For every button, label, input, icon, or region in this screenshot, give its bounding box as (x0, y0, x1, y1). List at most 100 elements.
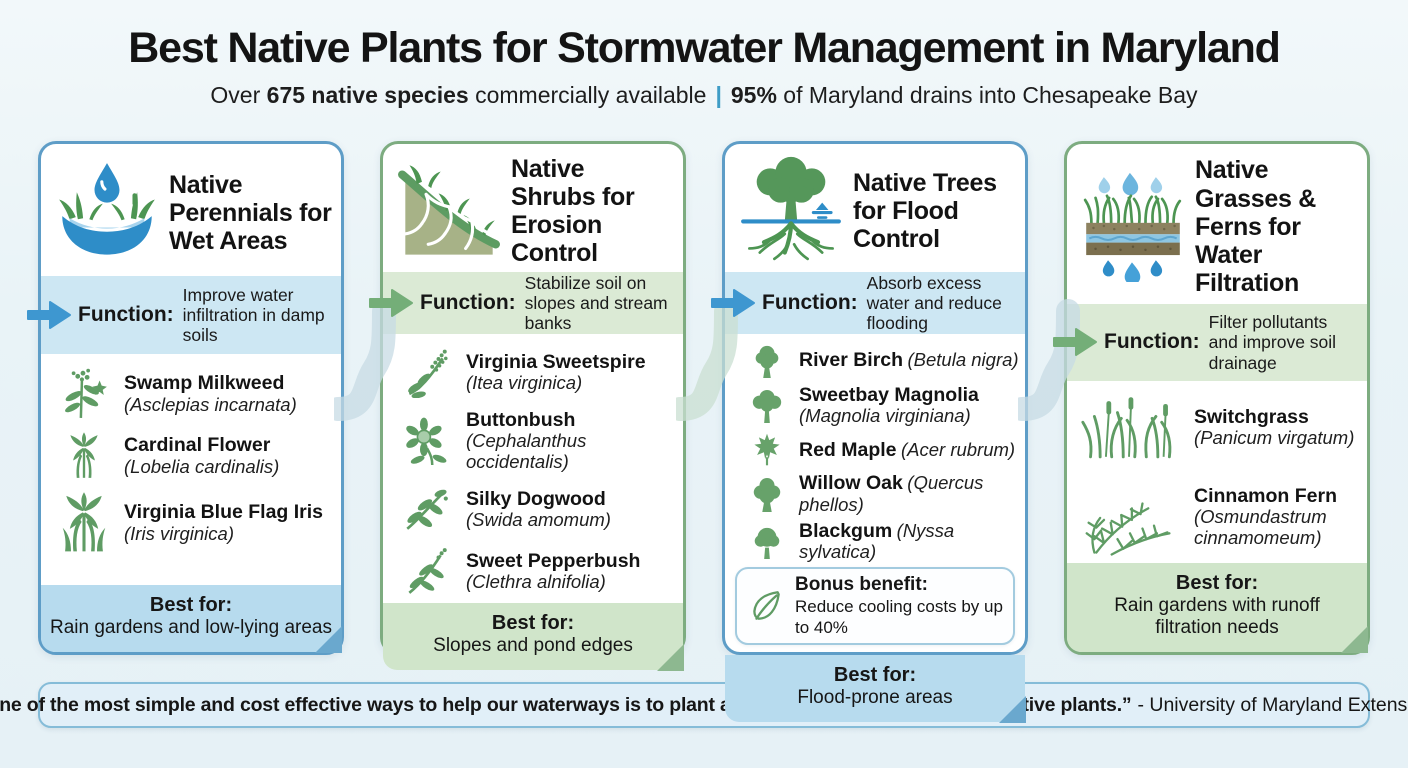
folded-corner (1341, 626, 1368, 653)
wet-basin-icon (53, 158, 161, 268)
card-native-shrubs: Native Shrubs for Erosion Control Functi… (369, 141, 686, 671)
bonus-text: Reduce cooling costs by up to 40% (795, 597, 1003, 637)
list-item: Cardinal Flower (Lobelia cardinalis) (57, 432, 335, 480)
page-title: Best Native Plants for Stormwater Manage… (128, 24, 1281, 72)
cards-row: Native Perennials for Wet Areas Function… (27, 141, 1370, 723)
sweetspire-icon (399, 348, 453, 398)
list-item: Willow Oak (Quercus phellos) (749, 472, 1019, 515)
list-item: Virginia Sweetspire (Itea virginica) (399, 348, 677, 398)
iris-icon (57, 492, 111, 554)
plant-list: Virginia Sweetspire (Itea virginica) (383, 334, 683, 603)
subtitle-stat-species: 675 native species (266, 82, 469, 108)
plant-common-name: Sweetbay Magnolia (799, 384, 979, 406)
list-item: Virginia Blue Flag Iris (Iris virginica) (57, 492, 335, 554)
list-item: Sweetbay Magnolia (Magnolia virginiana) (749, 384, 1019, 427)
plant-scientific-name: (Betula nigra) (907, 349, 1019, 371)
plant-scientific-name: (Cephalanthus occidentalis) (466, 430, 587, 473)
function-band: Function: Improve water infiltration in … (27, 276, 341, 355)
function-label: Function: (420, 291, 516, 314)
plant-common-name: Willow Oak (799, 472, 903, 495)
function-band: Function: Filter pollutants and improve … (1053, 303, 1367, 381)
plant-common-name: Buttonbush (466, 409, 576, 431)
dogwood-icon (399, 485, 453, 535)
function-text: Absorb excess water and reduce flooding (866, 272, 1002, 334)
plant-scientific-name: (Iris virginica) (124, 522, 234, 544)
list-item: Cinnamon Fern (Osmundastrum cinnamomeum) (1077, 477, 1361, 557)
plant-scientific-name: (Nyssa sylvatica) (799, 519, 955, 563)
plant-text: Sweetbay Magnolia (Magnolia virginiana) (799, 384, 1019, 427)
function-text: Filter pollutants and improve soil drain… (1208, 312, 1337, 373)
best-for-label: Best for: (833, 663, 917, 686)
list-item: Blackgum (Nyssa sylvatica) (749, 519, 1019, 563)
best-for-band: Best for: Rain gardens with runoff filtr… (1067, 562, 1368, 653)
buttonbush-icon (399, 416, 453, 466)
function-text: Stabilize soil on slopes and stream bank… (524, 272, 668, 334)
list-item: Silky Dogwood (Swida amomum) (399, 485, 677, 535)
best-for-label: Best for: (491, 611, 575, 634)
card-native-grasses-ferns: Native Grasses & Ferns for Water Filtrat… (1053, 141, 1370, 655)
flow-arrow-icon (368, 286, 414, 320)
cardinal-flower-icon (57, 432, 111, 480)
folded-corner (657, 643, 684, 671)
function-band: Function: Stabilize soil on slopes and s… (369, 272, 683, 334)
plant-scientific-name: (Itea virginica) (466, 372, 583, 394)
plant-text: Virginia Blue Flag Iris (Iris virginica) (124, 501, 324, 544)
plant-scientific-name: (Magnolia virginiana) (799, 405, 971, 427)
oak-tree-icon (749, 476, 785, 514)
subtitle-mid: commercially available (468, 82, 707, 108)
plant-list: Swamp Milkweed (Asclepias incarnata) (41, 354, 341, 585)
function-label: Function: (78, 303, 174, 327)
plant-scientific-name: (Acer rubrum) (900, 438, 1016, 460)
plant-scientific-name: (Quercus phellos) (799, 472, 984, 515)
plant-text: Sweet Pepperbush (Clethra alnifolia) (466, 549, 641, 593)
plant-scientific-name: (Asclepias incarnata) (124, 393, 297, 415)
grass-clump-icon (1077, 395, 1181, 461)
bonus-text-wrap: Bonus benefit: Reduce cooling costs by u… (795, 574, 1003, 638)
plant-text: Blackgum (Nyssa sylvatica) (799, 519, 1019, 563)
list-item: River Birch (Betula nigra) (749, 342, 1019, 380)
plant-common-name: Switchgrass (1194, 405, 1309, 428)
plant-common-name: Virginia Blue Flag Iris (124, 501, 324, 524)
subtitle-stat-percent: 95% (730, 82, 777, 108)
plant-list: River Birch (Betula nigra) Sweetbay Magn… (725, 334, 1025, 565)
card-header: Native Grasses & Ferns for Water Filtrat… (1067, 144, 1367, 304)
quote-bar: “One of the most simple and cost effecti… (0, 682, 1408, 728)
best-for-text: Flood-prone areas (797, 686, 953, 708)
best-for-band: Best for: Slopes and pond edges (383, 602, 684, 671)
plant-scientific-name: (Clethra alnifolia) (466, 571, 606, 593)
card-native-trees: Native Trees for Flood Control Function:… (711, 141, 1028, 723)
quote-attribution: - University of Maryland Extension (1137, 693, 1408, 716)
flow-arrow-icon (26, 298, 72, 332)
plant-common-name: Blackgum (799, 519, 893, 542)
function-band: Function: Absorb excess water and reduce… (711, 272, 1025, 334)
card-title: Native Trees for Flood Control (853, 168, 997, 254)
plant-text: Cardinal Flower (Lobelia cardinalis) (124, 434, 279, 477)
card-title: Native Grasses & Ferns for Water Filtrat… (1195, 156, 1316, 298)
page-header: Best Native Plants for Stormwater Manage… (0, 0, 1408, 109)
plant-text: Switchgrass (Panicum virgatum) (1194, 405, 1354, 449)
plant-common-name: Virginia Sweetspire (466, 350, 646, 373)
maple-leaf-icon (749, 432, 785, 468)
leaf-outline-icon (747, 587, 785, 625)
best-for-label: Best for: (149, 593, 233, 616)
milkweed-icon (57, 368, 111, 420)
flow-ribbon-connector (676, 299, 738, 421)
card-header: Native Shrubs for Erosion Control (383, 144, 683, 272)
plant-scientific-name: (Osmundastrum cinnamomeum) (1194, 505, 1327, 548)
list-item: Swamp Milkweed (Asclepias incarnata) (57, 368, 335, 420)
plant-common-name: Swamp Milkweed (124, 372, 285, 395)
plant-common-name: Silky Dogwood (466, 487, 606, 510)
fern-icon (1077, 477, 1181, 557)
best-for-text: Slopes and pond edges (433, 634, 633, 656)
plant-common-name: Sweet Pepperbush (466, 549, 641, 572)
bonus-label: Bonus benefit: (795, 574, 928, 596)
best-for-text: Rain gardens and low-lying areas (50, 616, 332, 638)
blackgum-tree-icon (749, 523, 785, 561)
function-text: Improve water infiltration in damp soils (182, 285, 325, 346)
flow-arrow-icon (1052, 325, 1098, 359)
best-for-band: Best for: Rain gardens and low-lying are… (41, 584, 342, 653)
plant-common-name: River Birch (799, 349, 904, 372)
list-item: Red Maple (Acer rubrum) (749, 432, 1019, 468)
pepperbush-icon (399, 547, 453, 597)
card-native-perennials: Native Perennials for Wet Areas Function… (27, 141, 344, 655)
